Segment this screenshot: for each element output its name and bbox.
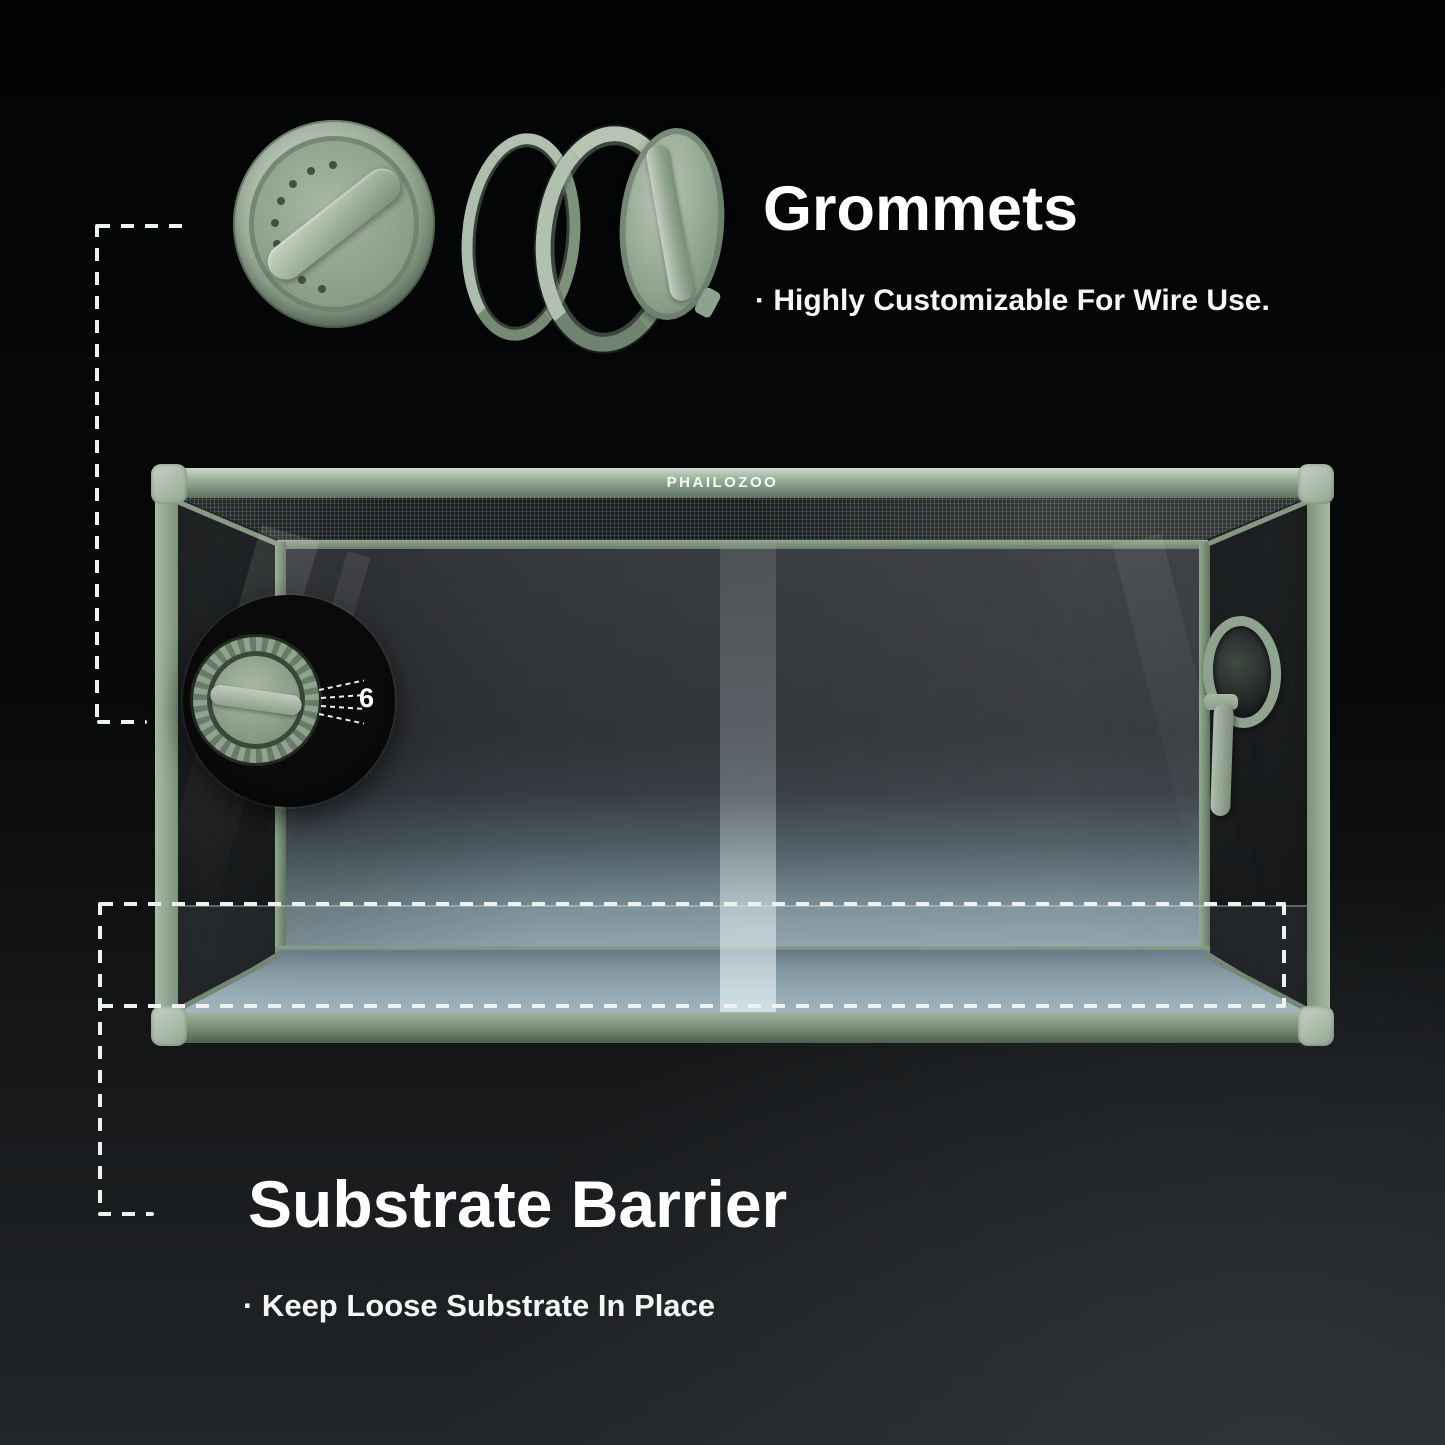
door-handle [1210,703,1234,817]
dashed-line [97,224,193,228]
grommets-title: Grommets [763,174,1079,244]
callout-ray [320,705,363,710]
frame-bar-right [1307,468,1330,1043]
dashed-line [98,902,102,1216]
grommet-cap-tab [693,286,723,320]
callout-ray [318,679,365,691]
grommet-vent-holes [233,120,241,128]
dashed-line [1282,902,1286,1008]
center-glass-brace [720,540,776,1012]
frame-bar-left [155,468,178,1043]
substrate-bullet: · Keep Loose Substrate In Place [243,1288,716,1323]
grommet-cap-handle [644,142,696,303]
callout-ray [320,694,363,699]
dashed-line [100,902,1286,906]
dashed-line [100,1004,1286,1008]
grommets-bullet: · Highly Customizable For Wire Use. [755,284,1270,317]
substrate-title: Substrate Barrier [248,1167,788,1241]
brand-logo-text: PHAILOZOO [666,474,779,491]
mesh-screen-top [178,498,1307,540]
dashed-line [97,720,147,724]
callout-ray [318,713,365,725]
frame-corner-cap [1298,1006,1334,1046]
dashed-line [98,1212,154,1216]
frame-bar-top [155,468,1330,498]
substrate-barrier-strip [178,905,1307,1012]
frame-bar-bottom [155,1012,1330,1043]
installed-grommet-ribbed-ring [193,637,319,763]
frame-corner-cap [151,464,187,504]
dashed-line [95,224,99,724]
grommet-assembled-render [233,120,435,328]
grommet-count-label: 6 [359,683,375,713]
grommet-zoom-inset: 6 [183,595,395,807]
frame-post [1199,542,1210,954]
frame-corner-cap [151,1006,187,1046]
frame-corner-cap [1298,464,1334,504]
